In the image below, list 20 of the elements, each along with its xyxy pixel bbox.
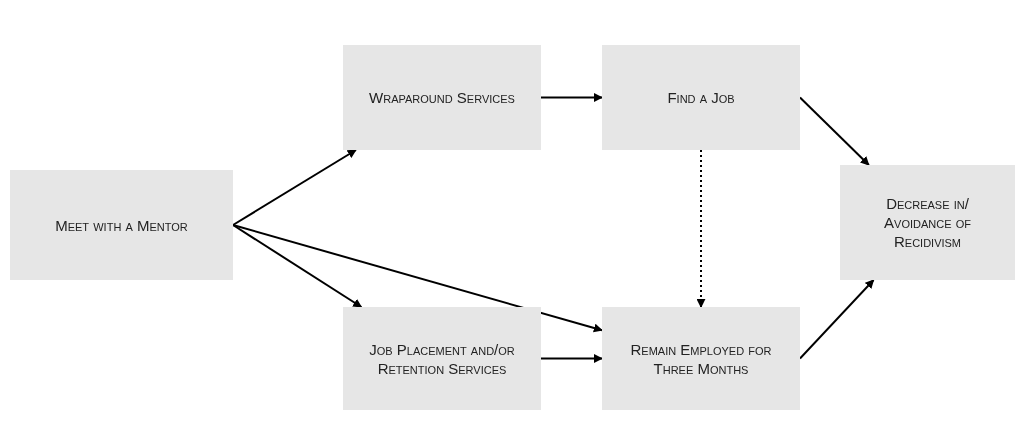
process-box [10, 170, 233, 280]
process-box [602, 307, 800, 410]
box-label: Job Placement and/or Retention Services [368, 339, 516, 378]
box-label: Wraparound Services [369, 88, 515, 107]
process-box [343, 45, 541, 150]
process-box [602, 45, 800, 150]
arrow [232, 224, 363, 308]
process-box [343, 307, 541, 410]
arrow [799, 279, 875, 360]
box-label: Meet with a Mentor [55, 215, 188, 235]
arrow [696, 149, 706, 308]
box-label: Remain Employed for Three Months [629, 339, 773, 378]
arrow [799, 96, 870, 166]
arrow [540, 93, 603, 102]
box-label: Decrease in/ Avoidance of Recidivism [883, 194, 972, 251]
arrow [232, 224, 603, 333]
process-box [840, 165, 1015, 280]
box-label: Find a Job [667, 88, 735, 107]
arrow [232, 149, 357, 226]
arrow [540, 354, 603, 363]
